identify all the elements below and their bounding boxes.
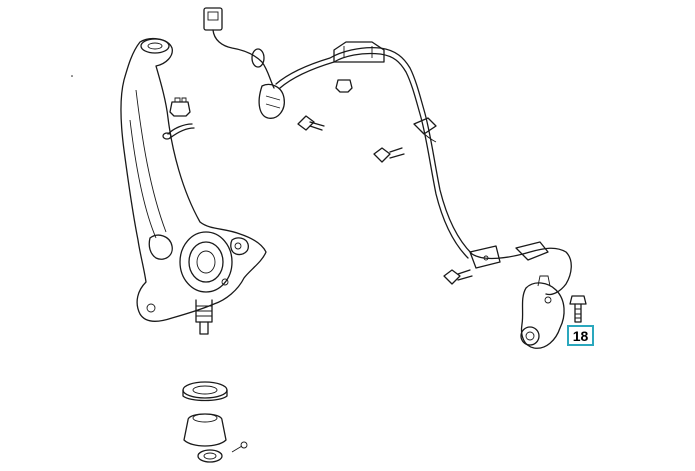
cotter-pin <box>162 123 195 140</box>
wheel-speed-sensor-harness <box>203 7 572 296</box>
castle-nut <box>169 97 191 117</box>
speck <box>71 75 73 77</box>
steering-knuckle <box>120 37 267 335</box>
callout-18-label: 18 <box>572 327 589 344</box>
sensor-bolt <box>569 295 587 323</box>
callout-18: 18 <box>567 325 594 346</box>
harness-bolt-3 <box>443 269 473 285</box>
ball-joint-boot <box>182 381 248 463</box>
wheel-speed-sensor <box>520 275 565 349</box>
harness-nut <box>335 79 353 93</box>
harness-bolt-2 <box>373 147 405 163</box>
harness-bolt-1 <box>297 115 325 131</box>
harness-bolts <box>297 79 473 285</box>
